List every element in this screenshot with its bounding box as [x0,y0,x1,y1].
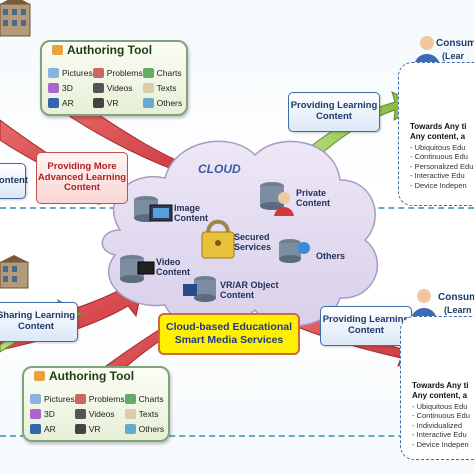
section-divider-bottom [0,435,474,437]
tool-item[interactable]: 3D [30,407,75,420]
consumer-panel-bottom [400,316,474,460]
cloud-shape [101,140,379,328]
consumer-title-bottom: Consum [438,292,474,303]
text-icon [124,408,136,419]
private-content-icon [260,182,294,216]
tool-item[interactable]: Others [142,97,182,110]
ar-icon [30,424,41,435]
towards-line-1-top: Towards Any ti [410,122,467,131]
list-item: - Device Indepen [410,180,467,190]
authoring-tool-grid-bottom: Pictures Problems Charts 3D Videos Texts… [30,392,165,436]
others-icon [279,239,310,263]
towards-line-1-bottom: Towards Any ti [412,381,469,390]
tool-item[interactable]: Pictures [48,66,93,79]
tool-item[interactable]: AR [30,423,75,436]
pencil-icon [52,45,63,55]
towards-line-2-top: Any content, a [410,132,466,141]
tool-item[interactable]: Texts [124,407,165,420]
consumer-title-top: Consum [436,38,474,49]
picture-icon [48,67,59,78]
tool-item[interactable]: Problems [74,392,125,405]
content-label-left: Content [0,163,28,199]
video-icon [92,82,104,93]
building-top-left [0,0,31,37]
picture-icon [30,393,41,404]
tool-item[interactable]: VR [74,423,125,436]
list-item: - Interactive Edu [412,430,467,440]
chart-icon [124,393,136,404]
tool-item[interactable]: Videos [92,81,143,94]
tool-item[interactable]: 3D [48,81,93,94]
tool-item[interactable]: Pictures [30,392,75,405]
tool-item[interactable]: VR [92,97,143,110]
list-item: - Device Indepen [412,439,469,449]
building-mid-left [0,255,29,289]
tool-item[interactable]: Texts [142,81,183,94]
authoring-tool-grid-top: Pictures Problems Charts 3D Videos Texts… [48,66,183,110]
tool-item[interactable]: Problems [92,66,143,79]
authoring-tool-title-bottom: Authoring Tool [34,365,134,387]
towards-line-2-bottom: Any content, a [412,391,468,400]
vrar-content-icon [183,276,216,302]
authoring-tool-title-text-top: Authoring Tool [67,43,153,57]
tool-item[interactable]: Charts [124,392,165,405]
authoring-tool-title-text-bottom: Authoring Tool [49,369,135,383]
image-content-label: Image Content [174,203,208,223]
problem-icon [92,67,104,78]
list-item: - Personalized Edu [410,161,474,171]
secured-services-label: Secured Services [234,232,272,252]
benefit-list-top: - Ubiquitous Edu - Continuous Edu - Pers… [410,143,473,190]
list-item: - Continuous Edu [412,411,470,421]
others-label: Others [316,251,346,261]
tool-item[interactable]: Videos [74,407,125,420]
private-content-label: Private Content [296,188,330,208]
video-content-icon [120,255,155,283]
list-item: - Ubiquitous Edu [412,402,468,411]
authoring-tool-title-top: Authoring Tool [52,39,152,61]
lock-icon [201,219,235,259]
authoring-tool-panel-top: Authoring Tool Pictures Problems Charts … [40,40,188,116]
services-label: Cloud-based Educational Smart Media Serv… [158,313,300,355]
list-item: - Continuous Edu [410,152,468,162]
providing-advanced-label: Providing More Advanced Learning Content [36,152,128,204]
consumer-sub-bottom: (Learn [444,305,472,315]
pencil-icon [34,371,45,381]
list-item: - Individualized [412,420,463,430]
ar-icon [48,98,59,109]
tool-item[interactable]: AR [48,97,93,110]
authoring-tool-panel-bottom: Authoring Tool Pictures Problems Charts … [22,366,170,442]
providing-label-bottom: Providing Learning Content [320,306,412,346]
problem-icon [74,393,86,404]
providing-label-top: Providing Learning Content [288,92,380,132]
others-tool-icon [124,424,136,435]
consumer-panel-top [398,62,474,206]
tool-item[interactable]: Others [124,423,164,436]
benefit-list-bottom: - Ubiquitous Edu - Continuous Edu - Indi… [412,402,470,449]
3d-icon [48,82,59,93]
list-item: - Ubiquitous Edu [410,143,466,152]
video-content-label: Video Content [156,257,190,277]
list-item: - Interactive Edu [410,171,465,181]
video-icon [74,408,86,419]
sharing-label: Sharing Learning Content [0,302,78,342]
cloud-title: CLOUD [198,162,241,176]
3d-icon [30,408,41,419]
vrar-content-label: VR/AR Object Content [220,280,279,300]
tool-item[interactable]: Charts [142,66,183,79]
vr-icon [74,424,86,435]
consumer-sub-top: (Lear [442,51,465,61]
chart-icon [142,67,154,78]
others-tool-icon [142,98,154,109]
vr-icon [92,98,104,109]
image-content-icon [134,196,173,222]
text-icon [142,82,154,93]
